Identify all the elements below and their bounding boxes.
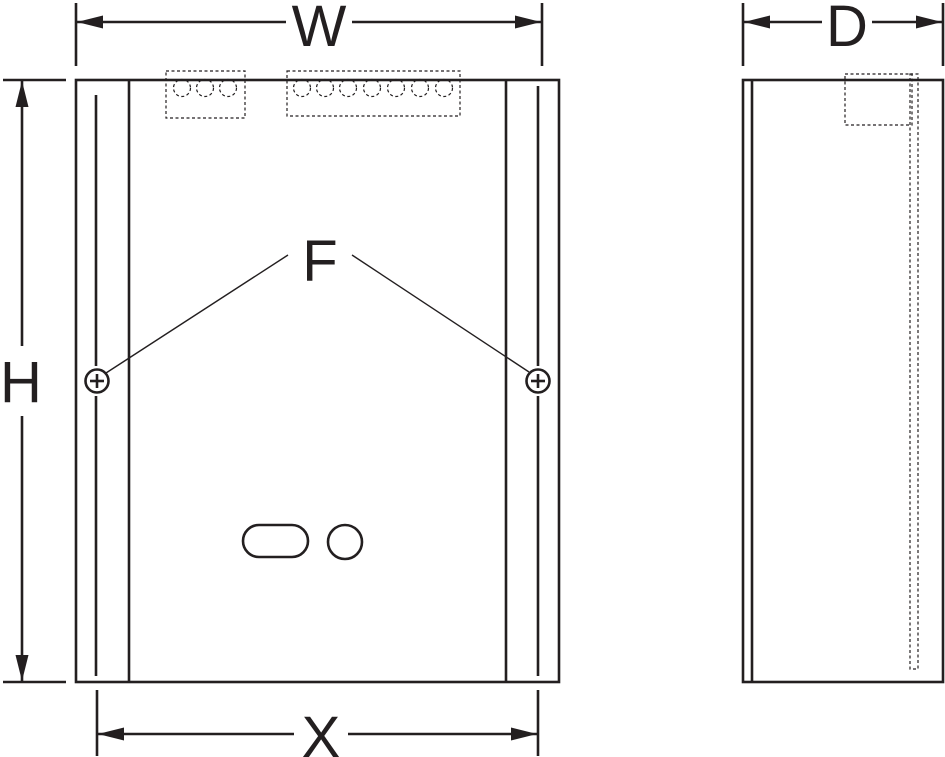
fixing-label: F (302, 229, 337, 294)
depth-dimension: D (741, 0, 945, 66)
cable-entry-hole (326, 523, 364, 561)
fixing-centres-dimension: X (95, 690, 540, 757)
depth-label: D (826, 0, 868, 59)
side-hidden-terminal (844, 73, 913, 126)
side-view (741, 73, 945, 684)
terminal-block-7-way (286, 70, 461, 117)
width-label: W (292, 0, 347, 59)
terminal-block-3-way (165, 70, 246, 119)
width-dimension: W (74, 0, 544, 66)
fixing-centres-label: X (302, 705, 341, 757)
fixing-leader-lines (105, 254, 530, 374)
right-fixing-screw-icon (525, 368, 551, 394)
side-hidden-cover (909, 73, 919, 670)
front-outline (74, 78, 561, 684)
left-fixing-screw-icon (84, 368, 110, 394)
front-view: F (74, 70, 561, 684)
height-label: H (0, 350, 42, 415)
side-outline (741, 78, 945, 684)
height-dimension: H (0, 78, 66, 684)
cable-entry-slot (241, 523, 310, 559)
